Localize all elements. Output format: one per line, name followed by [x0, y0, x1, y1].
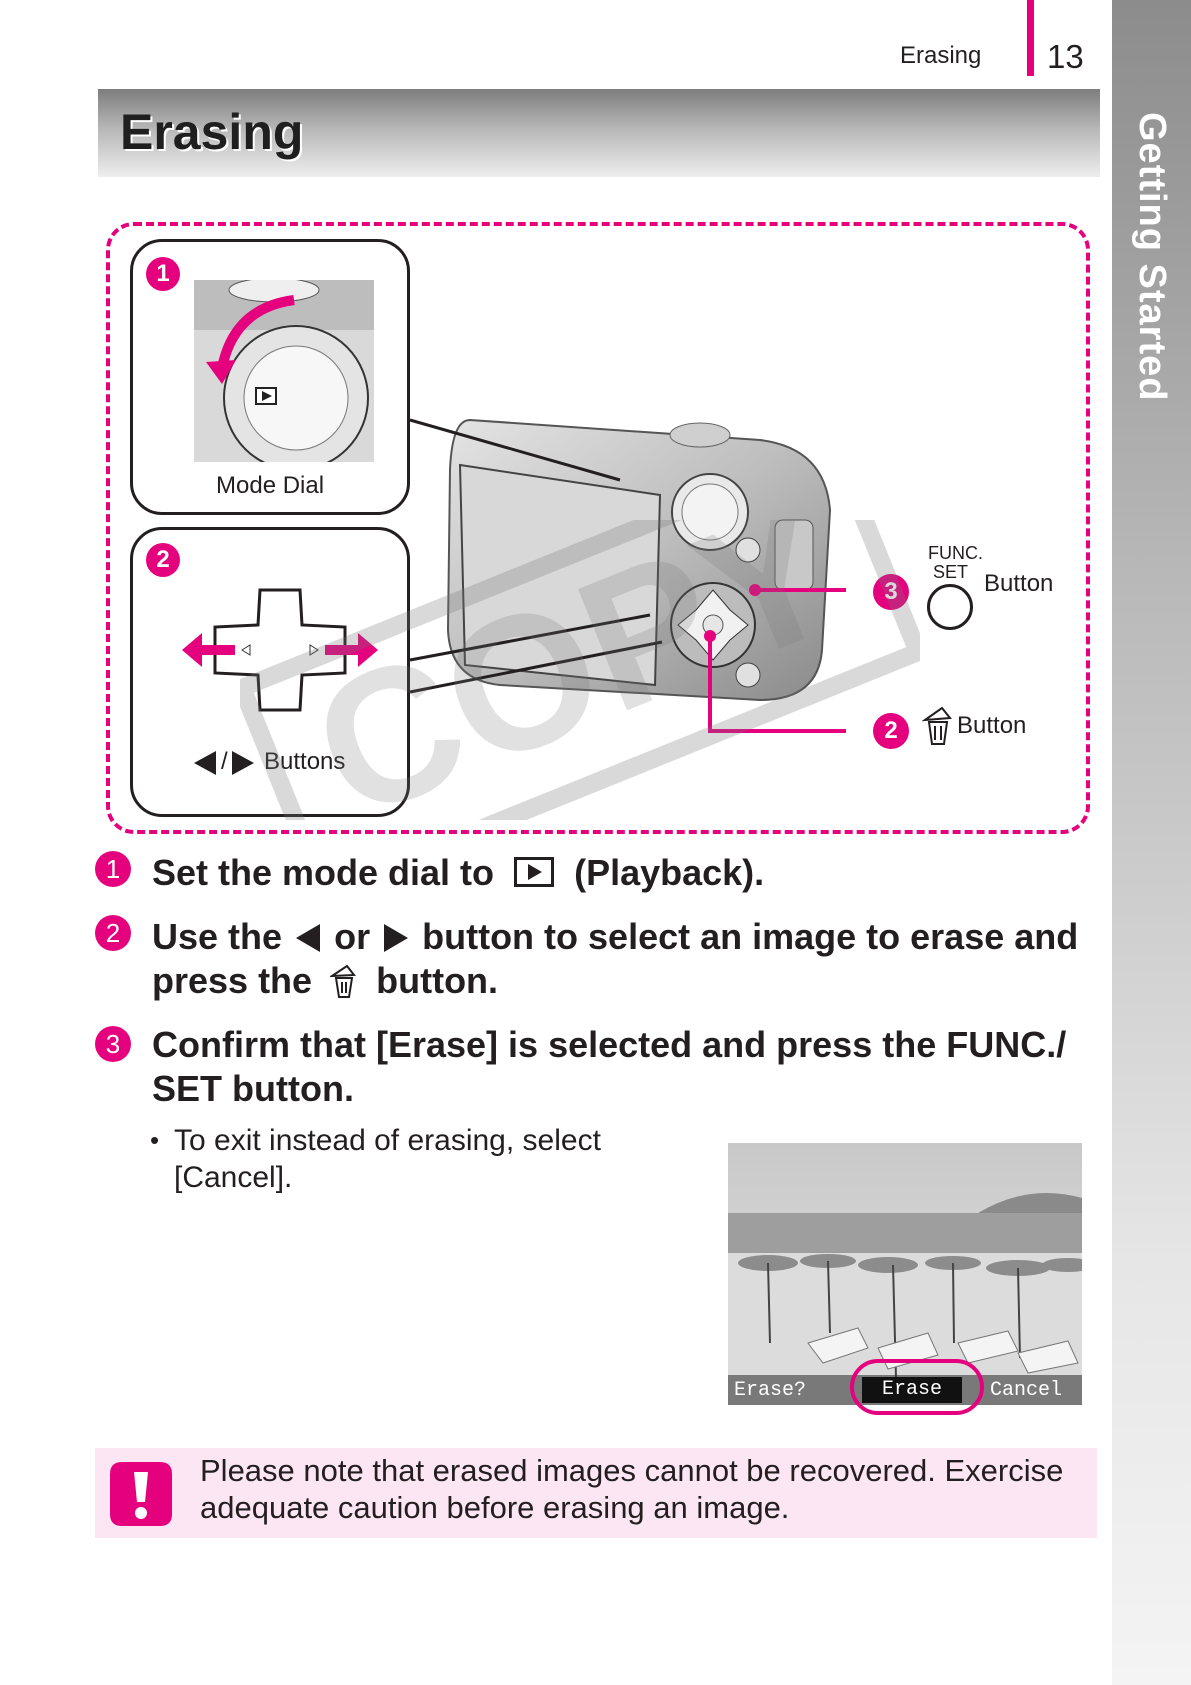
- header-accent-bar: [1027, 0, 1034, 76]
- step-2-line-2: press the button.: [152, 959, 498, 1003]
- step-1-part-b: (Playback).: [574, 852, 765, 893]
- step-1-text: Set the mode dial to (Playback).: [152, 851, 764, 895]
- illustration-frame: [106, 222, 1090, 834]
- left-arrow-icon: [296, 924, 321, 952]
- caution-line-2: adequate caution before erasing an image…: [200, 1490, 790, 1525]
- right-arrow-icon: [384, 924, 409, 952]
- caution-box: [95, 1448, 1097, 1538]
- left-right-arrows-icon: [194, 751, 254, 775]
- step-2-part-d: press the: [152, 960, 313, 1001]
- caution-line-1: Please note that erased images cannot be…: [200, 1453, 1064, 1488]
- bullet-mark: •: [150, 1125, 160, 1155]
- func-set-button-caption: Button: [984, 570, 1054, 597]
- camera-illustration: [446, 418, 832, 702]
- func-set-callout-badge: 3: [873, 574, 909, 610]
- step-2-line-1: Use the or button to select an image to …: [152, 915, 1078, 959]
- mode-dial-caption: Mode Dial: [216, 472, 325, 499]
- trash-icon: [328, 964, 357, 998]
- title-band: [98, 89, 1100, 177]
- erase-prompt: Erase?: [734, 1379, 807, 1402]
- caution-text: Please note that erased images cannot be…: [200, 1452, 1090, 1526]
- func-label: FUNC.: [928, 543, 983, 563]
- step-2-part-c: button to select an image to erase and: [422, 916, 1079, 957]
- side-chapter-label: Getting Started: [1131, 112, 1173, 402]
- beach-scene-illustration: [728, 1143, 1082, 1405]
- buttons-caption: Buttons: [264, 748, 346, 775]
- caution-icon: [110, 1462, 172, 1526]
- step-2-part-e: button.: [376, 960, 499, 1001]
- mode-dial-illustration: [194, 280, 374, 462]
- erase-button-caption: Button: [957, 712, 1027, 739]
- controller-pad-illustration: [182, 588, 378, 712]
- step-1-part-a: Set the mode dial to: [152, 852, 495, 893]
- page-title: Erasing: [120, 104, 304, 160]
- note-line-2: [Cancel].: [174, 1161, 293, 1194]
- cancel-option: Cancel: [990, 1379, 1063, 1402]
- panel-2-badge: 2: [146, 543, 180, 577]
- note-line-1: To exit instead of erasing, select: [174, 1124, 601, 1157]
- step-1-badge: 1: [95, 851, 131, 887]
- trash-icon: [922, 706, 952, 745]
- func-set-button-icon: [927, 584, 973, 630]
- step-2-part-a: Use the: [152, 916, 283, 957]
- step-3-badge: 3: [95, 1026, 131, 1062]
- set-label: SET: [933, 562, 969, 582]
- playback-icon: [514, 857, 555, 887]
- erase-highlight-ring: [850, 1359, 984, 1415]
- step-3-line-2: SET button.: [152, 1068, 354, 1109]
- page-number: 13: [1047, 38, 1084, 75]
- leader-lines: [409, 418, 846, 733]
- buttons-caption-slash: /: [221, 748, 228, 775]
- erase-callout-badge: 2: [873, 713, 909, 749]
- step-3-line-1: Confirm that [Erase] is selected and pre…: [152, 1024, 1067, 1065]
- side-chapter-tab: [1112, 0, 1191, 1685]
- step-2-part-b: or: [334, 916, 371, 957]
- step-2-badge: 2: [95, 915, 131, 951]
- panel-1-badge: 1: [146, 257, 180, 291]
- running-header-section: Erasing: [900, 42, 982, 69]
